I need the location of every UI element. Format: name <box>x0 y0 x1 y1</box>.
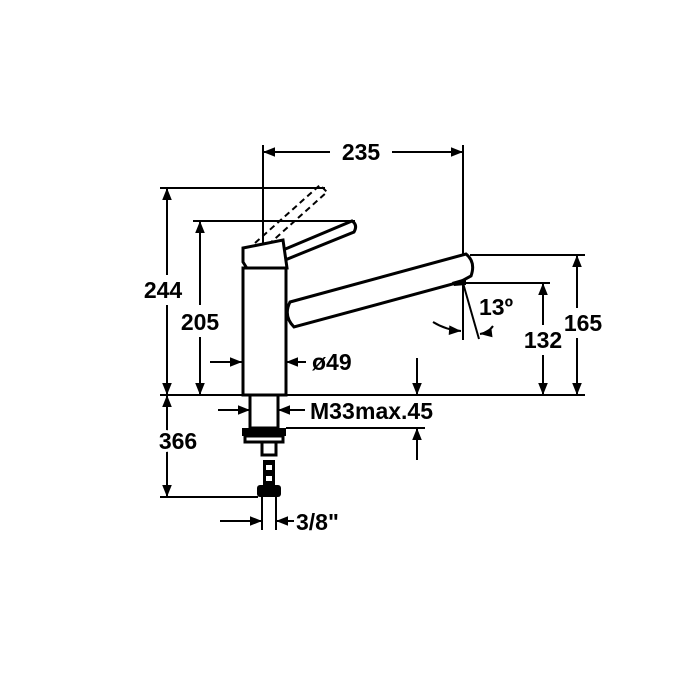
dimension-angle: 13º <box>432 282 513 340</box>
dimension-132: 132 <box>465 282 562 395</box>
height-165-label: 165 <box>564 310 603 336</box>
reach-label: 235 <box>342 139 381 165</box>
max-thickness-label: max.45 <box>355 398 433 424</box>
height-205-label: 205 <box>181 309 220 335</box>
dimension-thread: M33 <box>218 398 355 424</box>
connection-label: 3/8" <box>296 509 339 535</box>
diameter-label: ø49 <box>312 349 352 375</box>
height-244-label: 244 <box>144 277 183 303</box>
mounting-stem <box>242 393 286 530</box>
dimension-max-thickness: max.45 <box>286 358 433 460</box>
dimension-205: 205 <box>181 220 355 395</box>
dimension-165: 165 <box>470 254 603 395</box>
angle-label: 13º <box>479 294 513 320</box>
faucet-body <box>241 183 475 397</box>
dimension-244: 244 <box>144 187 325 395</box>
dimension-366: 366 <box>156 395 258 498</box>
dimension-connection: 3/8" <box>220 509 339 535</box>
dimension-diameter: ø49 <box>210 349 352 375</box>
length-366-label: 366 <box>159 428 197 454</box>
height-132-label: 132 <box>524 327 562 353</box>
thread-label: M33 <box>310 398 355 424</box>
